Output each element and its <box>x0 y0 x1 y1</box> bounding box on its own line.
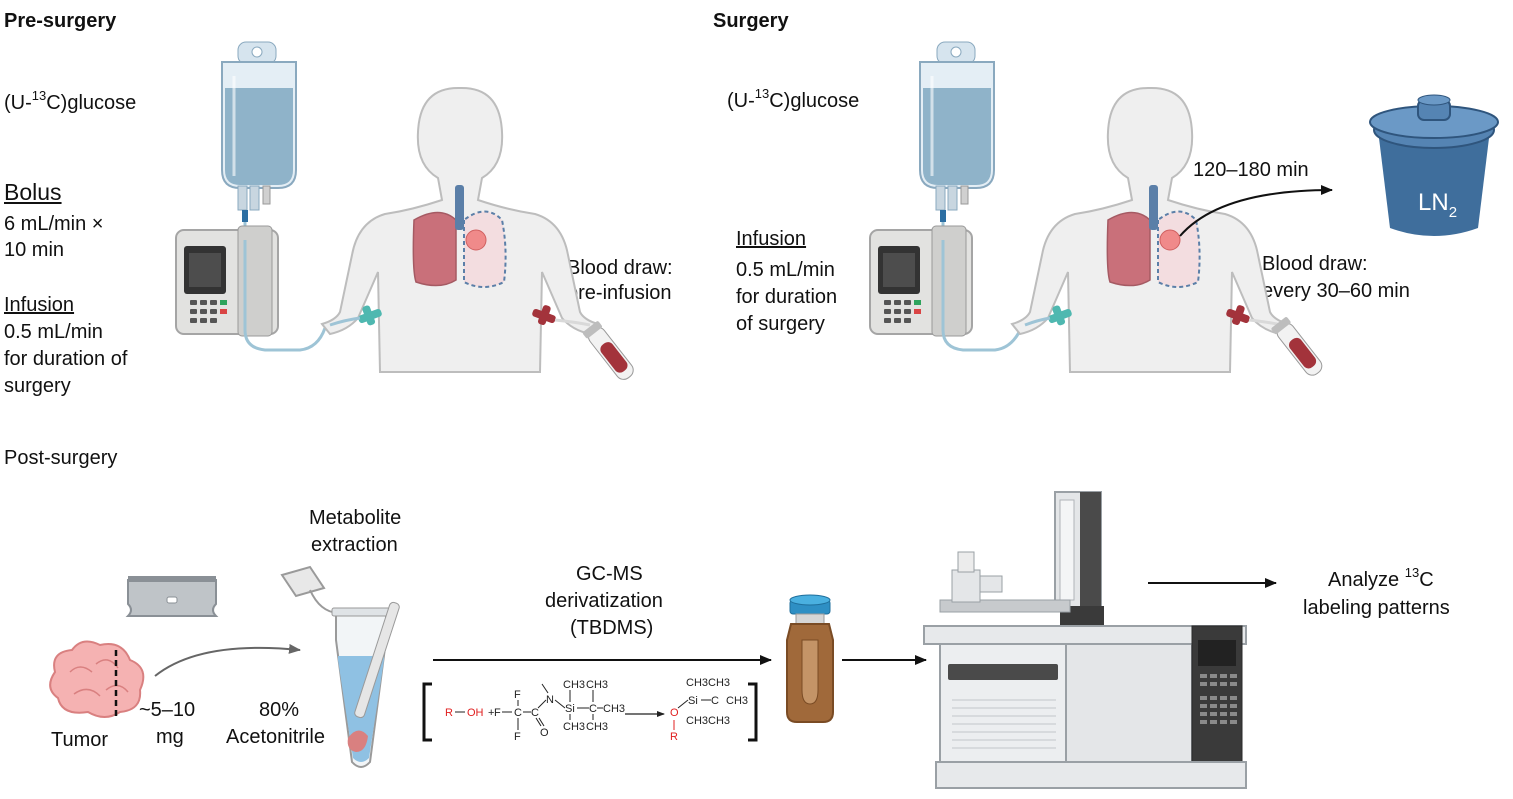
iv-bag-icon <box>919 41 995 240</box>
pre-tracer-label: (U-13C)glucose <box>4 88 137 114</box>
extraction-label-line2: extraction <box>311 534 398 556</box>
svg-text:CH3: CH3 <box>686 715 708 727</box>
svg-text:CH3: CH3 <box>726 695 748 707</box>
svg-text:CH3: CH3 <box>563 679 585 691</box>
surgery-tracer-label: (U-13C)glucose <box>727 86 860 112</box>
svg-text:O: O <box>540 727 549 739</box>
blood-tube-icon <box>1271 317 1323 376</box>
eppendorf-tube-icon <box>280 565 400 768</box>
blood-tube-icon <box>582 321 634 380</box>
svg-text:Si: Si <box>688 695 698 707</box>
svg-text:CH3: CH3 <box>708 715 730 727</box>
svg-text:CH3: CH3 <box>563 721 585 733</box>
svg-text:R: R <box>445 707 453 719</box>
derivatization-line2: derivatization <box>545 590 663 612</box>
svg-text:CH3: CH3 <box>708 677 730 689</box>
derivatization-line3: (TBDMS) <box>570 617 654 639</box>
surgery-infusion-line2: for duration <box>736 286 838 308</box>
derivatization-line1: GC-MS <box>576 563 643 585</box>
gc-ms-instrument-icon <box>923 491 1247 789</box>
svg-text:+: + <box>488 707 494 719</box>
pre-infusion-line3: surgery <box>4 375 71 397</box>
pre-blood-draw-label: Blood draw: <box>567 257 673 279</box>
bolus-rate: 6 mL/min × <box>4 213 104 235</box>
svg-text:CH3: CH3 <box>586 721 608 733</box>
surgery-blood-draw-label: Blood draw: <box>1262 253 1368 275</box>
svg-text:C: C <box>531 707 539 719</box>
svg-text:N: N <box>546 694 554 706</box>
ln2-dewar-icon: LN2 <box>1369 94 1499 236</box>
solvent-percent: 80% <box>259 699 300 721</box>
tumor-icon <box>49 640 145 718</box>
svg-text:Si: Si <box>565 703 575 715</box>
human-torso-icon <box>320 87 600 373</box>
svg-text:F: F <box>494 707 501 719</box>
tumor-mass-line2: mg <box>156 726 184 748</box>
svg-text:C: C <box>514 707 522 719</box>
infusion-pump-icon <box>869 225 1024 352</box>
surgery-blood-draw-timing: every 30–60 min <box>1262 280 1410 302</box>
extraction-label-line1: Metabolite <box>309 507 402 529</box>
svg-text:CH3: CH3 <box>686 677 708 689</box>
infusion-pump-icon <box>175 225 327 352</box>
gc-vial-icon <box>786 594 834 723</box>
pre-surgery-heading: Pre-surgery <box>4 10 117 32</box>
svg-text:O: O <box>670 707 679 719</box>
surgery-infusion-line3: of surgery <box>736 313 825 335</box>
ln2-label: LN2 <box>1418 189 1457 221</box>
svg-text:F: F <box>514 689 521 701</box>
pre-infusion-title: Infusion <box>4 294 75 316</box>
svg-text:R: R <box>670 731 678 743</box>
solvent-name: Acetonitrile <box>226 726 325 748</box>
analyze-label-line2: labeling patterns <box>1303 597 1450 619</box>
butterfly-needle-icon <box>329 305 591 327</box>
pre-blood-draw-timing: pre-infusion <box>567 282 672 304</box>
tumor-to-tube-arrow <box>154 643 301 677</box>
svg-text:F: F <box>514 731 521 743</box>
tumor-mass-line1: ~5–10 <box>139 699 196 721</box>
surgery-infusion-title: Infusion <box>736 228 807 250</box>
human-torso-icon <box>1010 87 1290 373</box>
svg-text:CH3: CH3 <box>586 679 608 691</box>
bolus-duration: 10 min <box>4 239 65 261</box>
time-to-freeze-label: 120–180 min <box>1193 159 1309 181</box>
svg-text:OH: OH <box>467 707 484 719</box>
svg-text:C: C <box>589 703 597 715</box>
tumor-label: Tumor <box>51 729 109 751</box>
iv-bag-icon <box>221 41 297 240</box>
post-surgery-heading: Post-surgery <box>4 447 118 469</box>
razor-blade-icon <box>125 576 219 617</box>
pre-infusion-rate: 0.5 mL/min <box>4 321 103 343</box>
derivatization-reaction: R OH + F C F F C O N Si CH3 CH3 C CH3 CH… <box>422 677 758 743</box>
bolus-title: Bolus <box>4 179 62 205</box>
freeze-arrow <box>1179 185 1333 237</box>
surgery-heading: Surgery <box>713 10 789 32</box>
analyze-label-line1: Analyze 13C <box>1328 565 1434 591</box>
surgery-infusion-rate: 0.5 mL/min <box>736 259 835 281</box>
svg-text:CH3: CH3 <box>603 703 625 715</box>
pre-infusion-line2: for duration of <box>4 348 128 370</box>
svg-text:C: C <box>711 695 719 707</box>
